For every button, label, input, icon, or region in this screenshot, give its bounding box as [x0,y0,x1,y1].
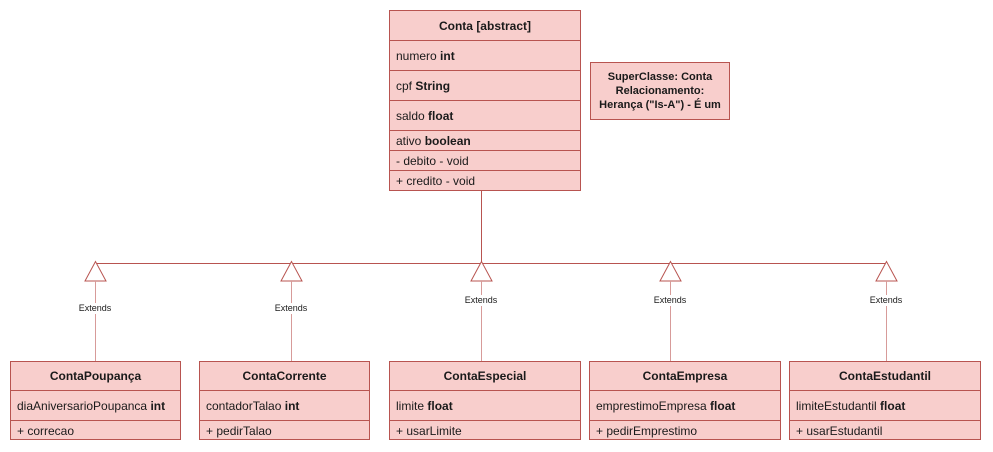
class-attribute-diaaniversariopoupanca: diaAniversarioPoupanca int [11,391,180,421]
class-box-conta[interactable]: Conta [abstract] numero int cpf String s… [389,10,581,191]
attribute-type: String [415,78,451,93]
class-attribute-ativo: ativo boolean [390,131,580,151]
inheritance-arrow-3 [470,260,493,282]
edge-label-extends-5: Extends [867,295,905,306]
attribute-type: int [150,398,166,413]
class-title-contaestudantil: ContaEstudantil [790,362,980,391]
attribute-name: ativo [396,133,422,148]
attribute-name: emprestimoEmpresa [596,398,707,413]
edge-label-extends-2: Extends [272,303,310,314]
attribute-type: float [428,108,454,123]
inheritance-arrow-4 [659,260,682,282]
class-title-conta: Conta [abstract] [390,11,580,41]
class-box-contacorrente[interactable]: ContaCorrente contadorTalao int + pedirT… [199,361,370,440]
edge-label-extends-1: Extends [76,303,114,314]
attribute-type: float [427,398,453,413]
class-attribute-contadortalao: contadorTalao int [200,391,369,421]
class-box-contaespecial[interactable]: ContaEspecial limite float + usarLimite [389,361,581,440]
class-method-pediremprestimo: + pedirEmprestimo [596,423,698,438]
edge-label-extends-3: Extends [462,295,500,306]
class-title-contapoupanca: ContaPoupança [11,362,180,391]
inheritance-arrow-2 [280,260,303,282]
class-method-pedirtalao: + pedirTalao [206,423,272,438]
class-box-contapoupanca[interactable]: ContaPoupança diaAniversarioPoupanca int… [10,361,181,440]
class-method-usarestudantil: + usarEstudantil [796,423,883,438]
attribute-name: diaAniversarioPoupanca [17,398,148,413]
edge-label-extends-4: Extends [651,295,689,306]
attribute-type: boolean [424,133,471,148]
attribute-name: limiteEstudantil [796,398,877,413]
attribute-name: contadorTalao [206,398,282,413]
attribute-type: int [440,48,455,63]
class-title-contacorrente: ContaCorrente [200,362,369,391]
attribute-name: saldo [396,108,425,123]
class-attribute-emprestimoempresa: emprestimoEmpresa float [590,391,780,421]
attribute-name: limite [396,398,425,413]
class-method-credito: + credito - void [396,174,476,188]
note-box-superclasse: SuperClasse: Conta Relacionamento: Heran… [590,62,730,120]
class-method-usarlimite: + usarLimite [396,423,462,438]
inheritance-arrow-5 [875,260,898,282]
note-line-2: Relacionamento: [615,85,705,97]
class-attribute-limiteestudantil: limiteEstudantil float [790,391,980,421]
class-box-contaempresa[interactable]: ContaEmpresa emprestimoEmpresa float + p… [589,361,781,440]
class-attribute-limite: limite float [390,391,580,421]
attribute-type: float [710,398,736,413]
class-method-debito: - debito - void [390,151,580,171]
attribute-name: numero [396,48,437,63]
class-method-correcao: + correcao [17,423,75,438]
class-attribute-numero: numero int [390,41,580,71]
note-line-3: Herança ("Is-A") - É um [599,99,721,111]
inheritance-arrow-1 [84,260,107,282]
note-line-1: SuperClasse: Conta [607,71,713,83]
class-title-contaempresa: ContaEmpresa [590,362,780,391]
attribute-name: cpf [396,78,413,93]
class-attribute-saldo: saldo float [390,101,580,131]
attribute-type: float [880,398,906,413]
class-title-contaespecial: ContaEspecial [390,362,580,391]
class-box-contaestudantil[interactable]: ContaEstudantil limiteEstudantil float +… [789,361,981,440]
attribute-type: int [284,398,300,413]
class-attribute-cpf: cpf String [390,71,580,101]
